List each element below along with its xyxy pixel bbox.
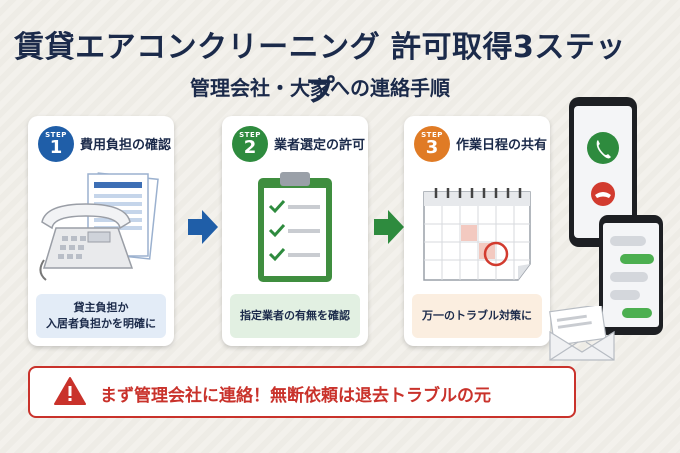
step-caption-1: 貸主負担か 入居者負担かを明確に [36,294,166,338]
step-card-3: STEP 3 作業日程の共有 万一のトラブル対策に [404,116,550,346]
page-title: 賃貸エアコンクリーニング 許可取得3ステップ [14,30,626,109]
calendar-icon [423,188,531,281]
step-badge-3: STEP 3 [414,126,450,162]
arrow-right-icon [188,210,218,244]
warning-banner: まず管理会社に連絡！無断依頼は退去トラブルの元 [28,366,576,418]
warning-text: まず管理会社に連絡！無断依頼は退去トラブルの元 [100,386,491,406]
step-title-2: 業者選定の許可 [274,138,366,153]
step-title-3: 作業日程の共有 [456,138,548,153]
smartphone-call-icon [569,97,637,247]
telephone-icon [39,203,134,281]
telephone-documents-icon [39,172,159,281]
step-badge-1: STEP 1 [38,126,74,162]
page-subtitle: 管理会社・大家への連絡手順 [190,76,450,100]
step-badge-2: STEP 2 [232,126,268,162]
smartphone-chat-icon [599,215,663,335]
clipboard-icon [258,172,332,282]
step-caption-2: 指定業者の有無を確認 [230,294,360,338]
envelope-icon [549,306,615,361]
step-card-2: STEP 2 業者選定の許可 指定業者の有無を確認 [222,116,368,346]
step-card-1: STEP 1 費用負担の確認 貸主負担か 入居者負担かを明 [28,116,174,346]
step-caption-3: 万一のトラブル対策に [412,294,542,338]
step-title-1: 費用負担の確認 [80,138,172,153]
warning-icon [54,377,86,405]
arrow-right-icon [374,210,404,244]
